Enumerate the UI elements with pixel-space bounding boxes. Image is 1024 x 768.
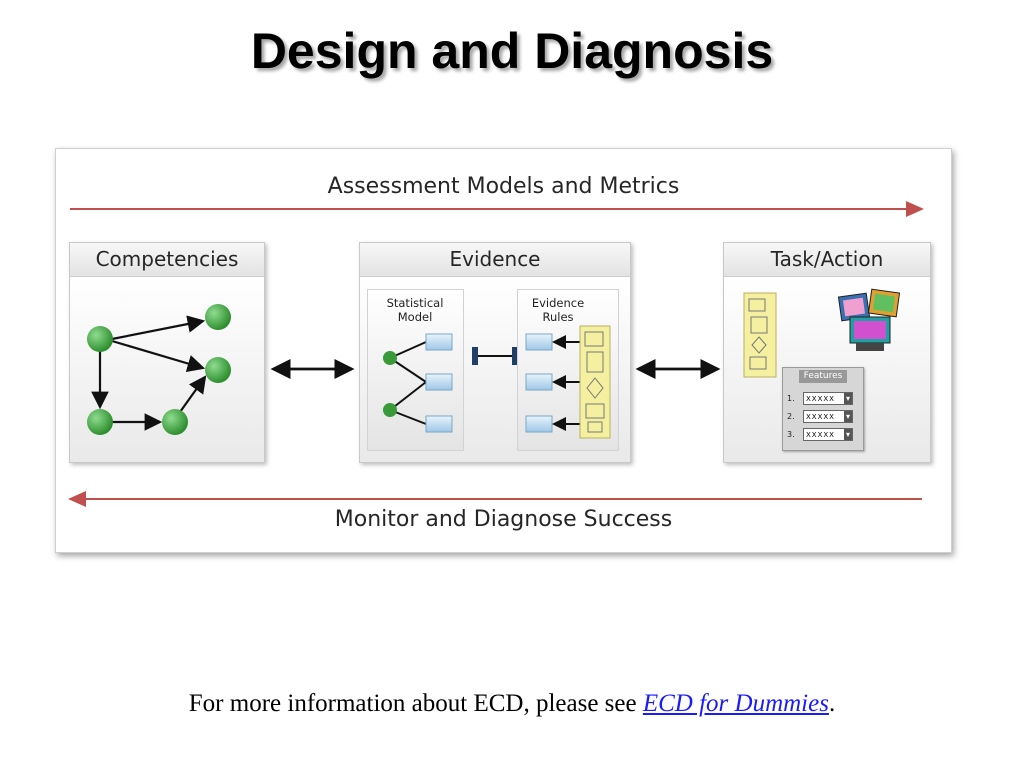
feature-select-value: XXXXX — [806, 430, 835, 439]
statistical-model-graph — [383, 333, 453, 433]
statistical-model-card: Statistical Model — [367, 289, 464, 451]
bottom-arrow-label: Monitor and Diagnose Success — [334, 507, 673, 532]
chevron-down-icon: ▾ — [844, 411, 852, 422]
observable-doc — [425, 415, 453, 433]
footer-text: For more information about ECD, please s… — [188, 690, 643, 717]
ecd-for-dummies-link[interactable]: ECD for Dummies — [642, 690, 829, 717]
feature-select[interactable]: XXXXX ▾ — [803, 410, 853, 423]
model-node — [383, 351, 397, 365]
model-node — [383, 403, 397, 417]
feature-row: 1. XXXXX ▾ — [787, 390, 861, 407]
task-action-body: Features 1. XXXXX ▾ 2. XXXXX ▾ 3. XXXXX ▾ — [724, 277, 930, 462]
footer-note: For more information about ECD, please s… — [0, 690, 1024, 718]
observable-doc — [525, 415, 553, 433]
features-label: Features — [799, 370, 847, 383]
rule-flowchart — [579, 325, 611, 439]
observable-doc — [425, 333, 453, 351]
task-action-panel: Task/Action Features 1. XXXXX ▾ 2. XXXXX — [723, 242, 931, 463]
competency-node — [205, 357, 231, 383]
features-form: Features 1. XXXXX ▾ 2. XXXXX ▾ 3. XXXXX ▾ — [782, 367, 864, 451]
flow-arrows — [68, 201, 924, 507]
footer-period: . — [828, 690, 836, 717]
feature-row-number: 3. — [787, 430, 795, 439]
competencies-body — [70, 277, 264, 462]
feature-select[interactable]: XXXXX ▾ — [803, 428, 853, 441]
competency-graph — [87, 304, 231, 435]
computer-screens-icon — [837, 288, 901, 351]
evidence-rules-card: Evidence Rules — [517, 289, 619, 451]
slide-title: Design and Diagnosis — [250, 23, 774, 79]
ecd-diagram: Assessment Models and Metrics Competenci… — [55, 148, 952, 553]
competency-node — [162, 409, 188, 435]
evidence-body: Statistical Model — [360, 277, 630, 462]
feature-rows: 1. XXXXX ▾ 2. XXXXX ▾ 3. XXXXX ▾ — [787, 390, 861, 444]
chevron-down-icon: ▾ — [844, 393, 852, 404]
observable-doc — [425, 373, 453, 391]
evidence-panel: Evidence Statistical Model — [359, 242, 631, 463]
competency-node — [87, 409, 113, 435]
feature-select-value: XXXXX — [806, 394, 835, 403]
feature-select[interactable]: XXXXX ▾ — [803, 392, 853, 405]
top-arrow-label: Assessment Models and Metrics — [327, 174, 680, 199]
observable-doc — [525, 333, 553, 351]
model-rules-connector — [472, 347, 518, 365]
evidence-title: Evidence — [360, 243, 630, 277]
competency-node — [205, 304, 231, 330]
evidence-rules-graph — [525, 325, 611, 439]
feature-row-number: 1. — [787, 394, 795, 403]
competency-node — [87, 326, 113, 352]
task-action-title: Task/Action — [724, 243, 930, 277]
chevron-down-icon: ▾ — [844, 429, 852, 440]
competencies-title: Competencies — [70, 243, 264, 277]
feature-row: 2. XXXXX ▾ — [787, 408, 861, 425]
statistical-model-label: Statistical Model — [386, 296, 444, 324]
feature-row-number: 2. — [787, 412, 795, 421]
task-flowchart-icon — [743, 292, 777, 378]
competencies-panel: Competencies — [69, 242, 265, 463]
feature-select-value: XXXXX — [806, 412, 835, 421]
feature-row: 3. XXXXX ▾ — [787, 426, 861, 443]
observable-doc — [525, 373, 553, 391]
evidence-rules-label: Evidence Rules — [531, 296, 585, 324]
